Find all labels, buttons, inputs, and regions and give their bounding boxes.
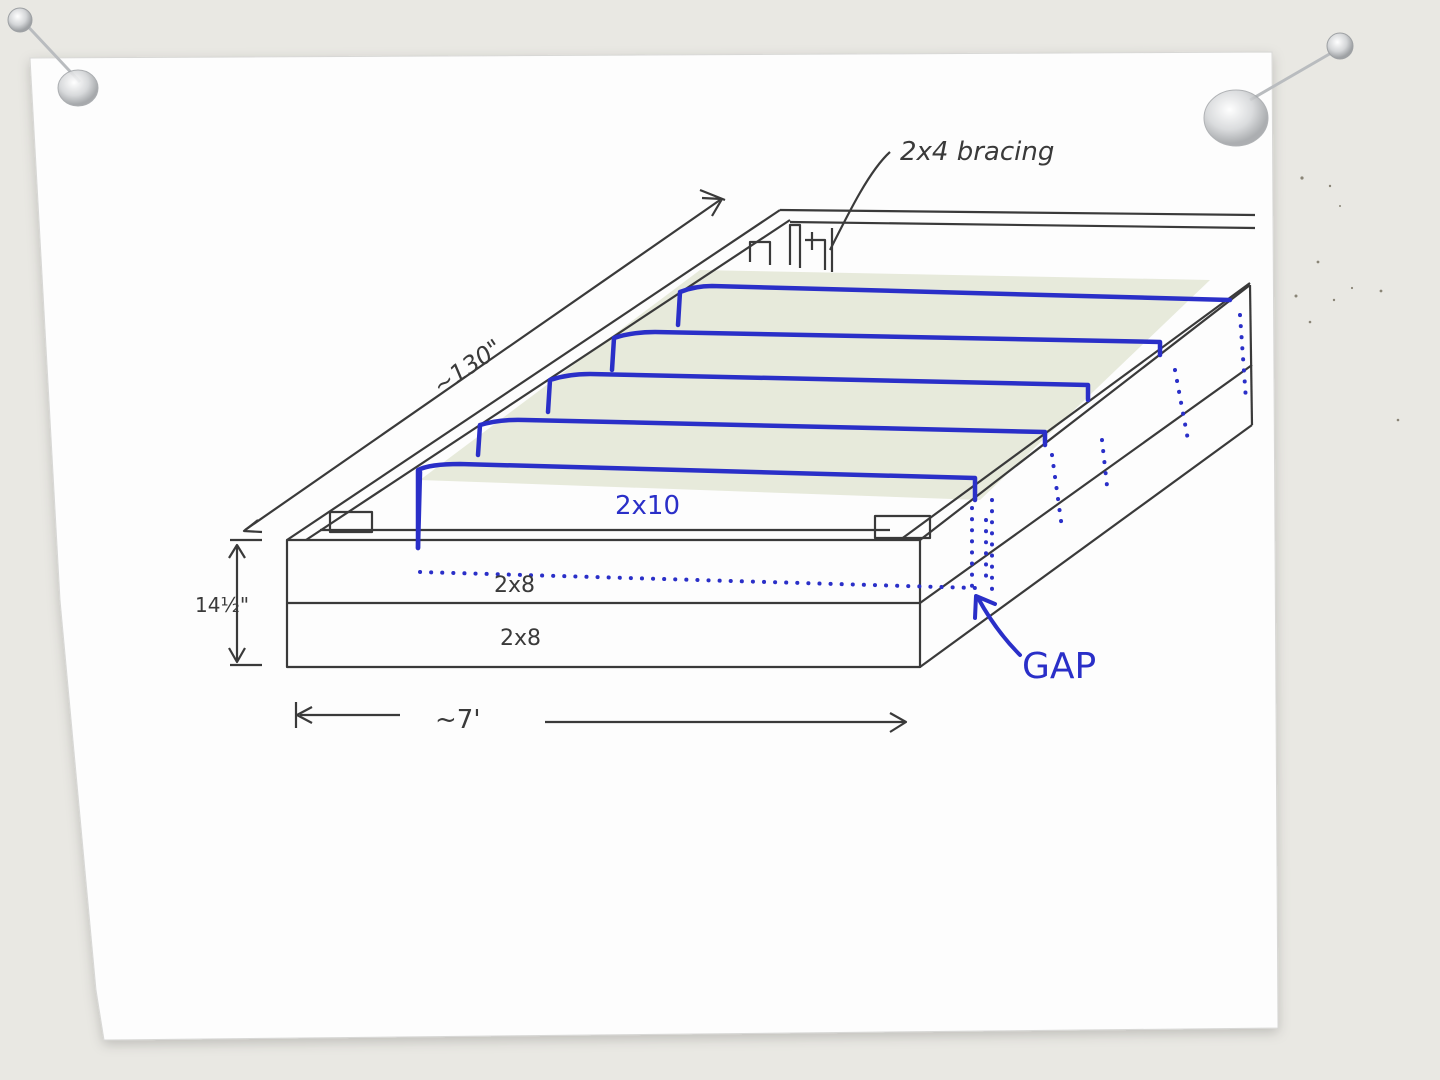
label-joist: 2x10 [615,491,680,521]
label-board-top: 2x8 [494,573,535,598]
label-height: 14½" [195,593,249,617]
joist-1 [415,461,978,551]
joist-2 [475,417,1048,458]
label-board-bottom: 2x8 [500,626,541,651]
pushpin-left-icon [7,7,99,107]
paper-sheet [29,51,1279,1041]
label-width: ~7' [435,705,480,735]
label-bracing: 2x4 bracing [900,137,1054,167]
gap-arrow [973,594,1022,657]
pushpin-right-icon [1203,32,1354,147]
dotted-lines-marker [418,313,1248,592]
wall-specks [1294,176,1400,422]
joists-marker [415,283,1233,551]
joist-4 [609,329,1163,373]
interior-wash [420,270,1210,500]
label-gap: GAP [1022,646,1096,687]
joist-5 [675,283,1233,328]
joist-3 [545,371,1091,415]
